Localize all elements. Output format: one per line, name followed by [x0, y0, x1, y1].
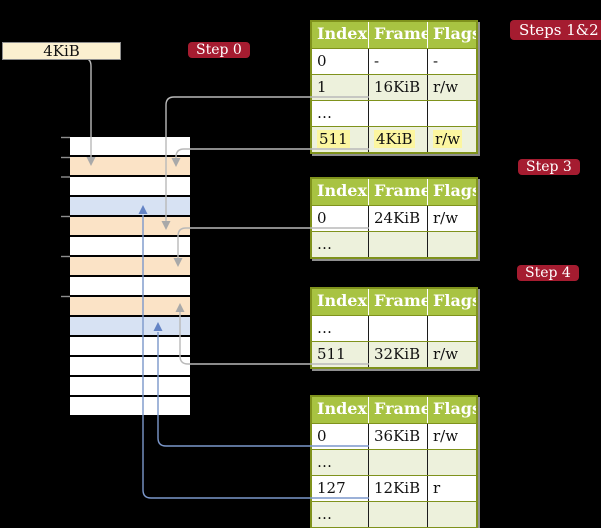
- column-header-index: Index: [312, 289, 369, 315]
- table-cell: [369, 101, 428, 126]
- table-cell: [428, 101, 476, 126]
- table-cell: 0: [312, 206, 369, 231]
- table-cell: r/w: [433, 78, 459, 96]
- table-cell: r/w: [433, 427, 459, 445]
- badge-step-0: Step 0: [188, 42, 250, 58]
- table-cell: 12KiB: [369, 476, 428, 501]
- table-cell: 1: [312, 75, 369, 100]
- column-header-flags: Flags: [433, 24, 476, 43]
- table-cell: [369, 450, 428, 475]
- table-cell: [428, 450, 476, 475]
- column-header-frame: Frame: [369, 289, 428, 315]
- memory-row-blue: [70, 197, 190, 217]
- table-cell: r/w: [433, 209, 459, 227]
- memory-row-white: [70, 237, 190, 257]
- table-cell: 0: [312, 424, 369, 449]
- column-header-index: Index: [312, 397, 369, 423]
- table-cell: 511: [312, 127, 369, 152]
- column-header-flags: Flags: [433, 181, 476, 200]
- table-cell: [369, 502, 428, 527]
- memory-row-white: [70, 137, 190, 157]
- memory-row-blue: [70, 317, 190, 337]
- memory-row-peach: [70, 217, 190, 237]
- table-cell: [428, 232, 476, 257]
- memory-row-white: [70, 277, 190, 297]
- table-cell: 0: [312, 49, 369, 74]
- memory-row-white: [70, 337, 190, 357]
- table-cell: …: [312, 101, 369, 126]
- table-cell: r/w: [433, 345, 459, 363]
- memory-tick-marks: [61, 136, 70, 298]
- badge-steps-1-2: Steps 1&2: [510, 20, 601, 40]
- table-cell: …: [312, 450, 369, 475]
- table-cell: -: [433, 52, 439, 70]
- table-cell: 511: [312, 342, 369, 367]
- table-cell: …: [312, 232, 369, 257]
- table-cell: 16KiB: [369, 75, 428, 100]
- table-cell: …: [312, 316, 369, 341]
- table-cell: -: [369, 49, 428, 74]
- table-cell: r: [433, 479, 441, 497]
- table-row: …: [312, 449, 476, 475]
- column-header-index: Index: [312, 179, 369, 205]
- physical-memory-stack: [70, 137, 190, 415]
- column-header-flags: Flags: [433, 291, 476, 310]
- table-row: 511 4KiB r/w: [312, 126, 476, 152]
- memory-row-white: [70, 377, 190, 397]
- table-cell: [428, 502, 476, 527]
- column-header-index: Index: [312, 22, 369, 48]
- highlighted-value: 4KiB: [374, 130, 415, 148]
- table-cell: 24KiB: [369, 206, 428, 231]
- column-header-frame: Frame: [369, 22, 428, 48]
- page-size-box: 4KiB: [2, 42, 121, 60]
- column-header-frame: Frame: [369, 179, 428, 205]
- table-cell: [428, 316, 476, 341]
- memory-row-peach: [70, 257, 190, 277]
- table-row: …: [312, 231, 476, 257]
- memory-row-peach: [70, 297, 190, 317]
- table-row: …: [312, 100, 476, 126]
- table-cell: [369, 316, 428, 341]
- table-cell: …: [312, 502, 369, 527]
- memory-row-white: [70, 177, 190, 197]
- highlighted-value: 511: [317, 130, 350, 148]
- table-cell: 36KiB: [369, 424, 428, 449]
- column-header-frame: Frame: [369, 397, 428, 423]
- table-row: 0--: [312, 48, 476, 74]
- memory-row-white: [70, 357, 190, 377]
- memory-row-peach: [70, 157, 190, 177]
- table-cell: r/w: [428, 127, 476, 152]
- table-row: …: [312, 501, 476, 527]
- badge-step-4: Step 4: [517, 265, 579, 281]
- highlighted-value: r/w: [433, 130, 463, 148]
- table-cell: 4KiB: [369, 127, 428, 152]
- table-cell: [369, 232, 428, 257]
- table-cell: 32KiB: [369, 342, 428, 367]
- badge-step-3: Step 3: [518, 159, 580, 175]
- table-cell: 127: [312, 476, 369, 501]
- memory-row-white: [70, 397, 190, 415]
- table-row: …: [312, 315, 476, 341]
- column-header-flags: Flags: [433, 399, 476, 418]
